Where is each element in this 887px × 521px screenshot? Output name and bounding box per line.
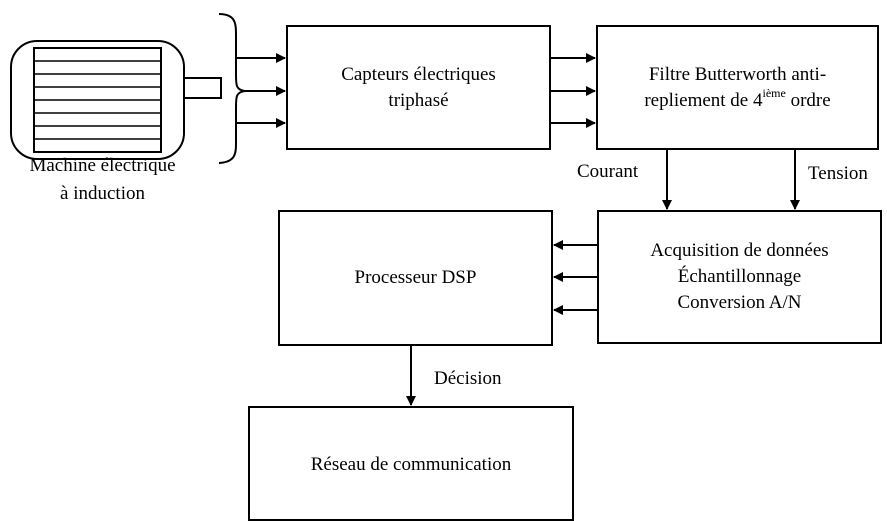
motor-label-line1: Machine électrique	[29, 155, 176, 176]
courant-label: Courant	[577, 161, 639, 182]
processeur-label: Processeur DSP	[354, 267, 477, 288]
reseau-label: Réseau de communication	[310, 454, 512, 475]
phase-arrows-in	[236, 53, 286, 128]
acquisition-block: Acquisition de données Échantillonnage C…	[597, 210, 882, 344]
motor-label-line2: à induction	[60, 183, 145, 204]
capteurs-line2: triphasé	[388, 89, 449, 111]
data-arrows	[553, 240, 598, 315]
filtre-line2: repliement de 4ième ordre	[644, 85, 831, 114]
diagram-connectors	[10, 13, 800, 406]
filtre-order-superscript: ième	[762, 85, 786, 100]
filtre-block: Filtre Butterworth anti- repliement de 4…	[596, 25, 879, 150]
decision-label: Décision	[434, 368, 502, 389]
capteurs-line1: Capteurs électriques	[341, 63, 496, 85]
acquisition-line3: Conversion A/N	[677, 292, 802, 313]
filtre-line1: Filtre Butterworth anti-	[648, 63, 827, 85]
processeur-block: Processeur DSP	[278, 210, 553, 346]
capteurs-block: Capteurs électriques triphasé	[286, 25, 551, 150]
tension-label: Tension	[808, 163, 868, 184]
phase-arrows-filter	[550, 53, 596, 128]
acquisition-line2: Échantillonnage	[677, 266, 802, 287]
filtre-line2-post: ordre	[785, 89, 831, 111]
filtre-line2-pre: repliement de 4	[644, 89, 763, 111]
induction-motor-icon	[10, 40, 222, 160]
reseau-block: Réseau de communication	[248, 406, 574, 521]
brace-icon	[218, 13, 246, 164]
motor-label: Machine électrique à induction	[0, 152, 205, 208]
acquisition-line1: Acquisition de données	[650, 240, 829, 261]
